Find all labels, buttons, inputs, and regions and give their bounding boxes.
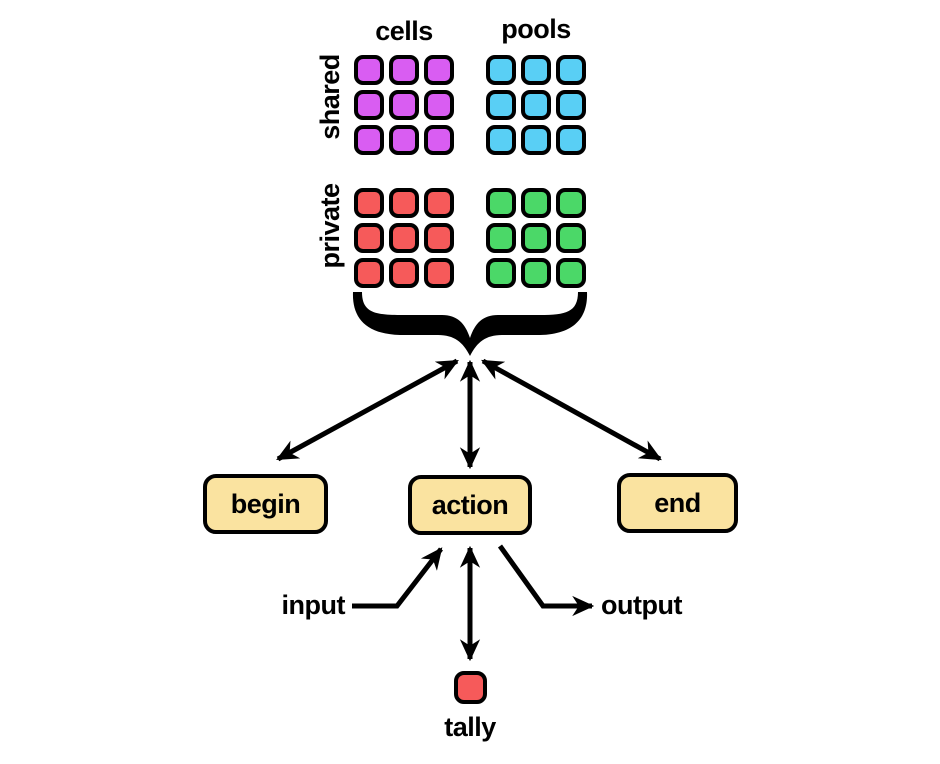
- grid-square-private-pools: [556, 258, 586, 288]
- grid-square-shared-pools: [486, 125, 516, 155]
- grid-square-private-cells: [389, 258, 419, 288]
- grid-square-private-pools: [486, 223, 516, 253]
- grid-square-shared-cells: [424, 90, 454, 120]
- grid-square-shared-cells: [424, 55, 454, 85]
- grid-shared-cells: [354, 55, 454, 155]
- grid-square-shared-pools: [486, 55, 516, 85]
- column-label-cells: cells: [375, 16, 433, 46]
- grid-square-private-pools: [521, 188, 551, 218]
- grid-square-shared-cells: [389, 90, 419, 120]
- grid-square-private-cells: [354, 188, 384, 218]
- grid-private-pools: [486, 188, 586, 288]
- tally-square: [454, 671, 487, 704]
- arrow-brace-end: [481, 358, 662, 462]
- grid-square-shared-cells: [389, 55, 419, 85]
- grid-square-shared-pools: [556, 90, 586, 120]
- grid-square-shared-pools: [556, 125, 586, 155]
- row-label-private: private: [315, 183, 345, 269]
- grid-square-private-cells: [354, 258, 384, 288]
- node-action-label: action: [431, 489, 509, 520]
- grid-square-shared-pools: [521, 90, 551, 120]
- grid-square-private-pools: [556, 188, 586, 218]
- node-begin: begin: [203, 474, 328, 534]
- row-label-shared: shared: [315, 54, 345, 140]
- grid-square-private-pools: [486, 188, 516, 218]
- grid-square-shared-cells: [354, 125, 384, 155]
- arrow-brace-begin: [276, 358, 459, 462]
- grid-square-shared-pools: [556, 55, 586, 85]
- grid-square-private-cells: [424, 258, 454, 288]
- grid-square-shared-pools: [521, 125, 551, 155]
- node-end: end: [617, 473, 738, 533]
- grid-private-cells: [354, 188, 454, 288]
- grid-square-private-pools: [521, 223, 551, 253]
- grid-square-private-pools: [521, 258, 551, 288]
- grid-square-private-cells: [389, 188, 419, 218]
- grid-square-private-cells: [389, 223, 419, 253]
- grid-square-shared-cells: [354, 90, 384, 120]
- node-action: action: [408, 475, 532, 535]
- input-label: input: [281, 590, 346, 620]
- grid-square-private-cells: [424, 223, 454, 253]
- brace: [352, 292, 588, 356]
- grid-shared-pools: [486, 55, 586, 155]
- grid-square-private-cells: [424, 188, 454, 218]
- grid-square-shared-cells: [424, 125, 454, 155]
- grid-square-shared-cells: [389, 125, 419, 155]
- column-label-pools: pools: [501, 14, 571, 44]
- arrow-input-action: [352, 547, 443, 609]
- output-label: output: [601, 590, 682, 620]
- grid-square-private-cells: [354, 223, 384, 253]
- grid-square-shared-cells: [354, 55, 384, 85]
- grid-square-shared-pools: [486, 90, 516, 120]
- grid-square-shared-pools: [521, 55, 551, 85]
- node-begin-label: begin: [230, 488, 301, 519]
- tally-label: tally: [444, 712, 496, 742]
- node-end-label: end: [654, 487, 701, 518]
- grid-square-private-pools: [556, 223, 586, 253]
- arrow-action-output: [497, 544, 595, 617]
- grid-square-private-pools: [486, 258, 516, 288]
